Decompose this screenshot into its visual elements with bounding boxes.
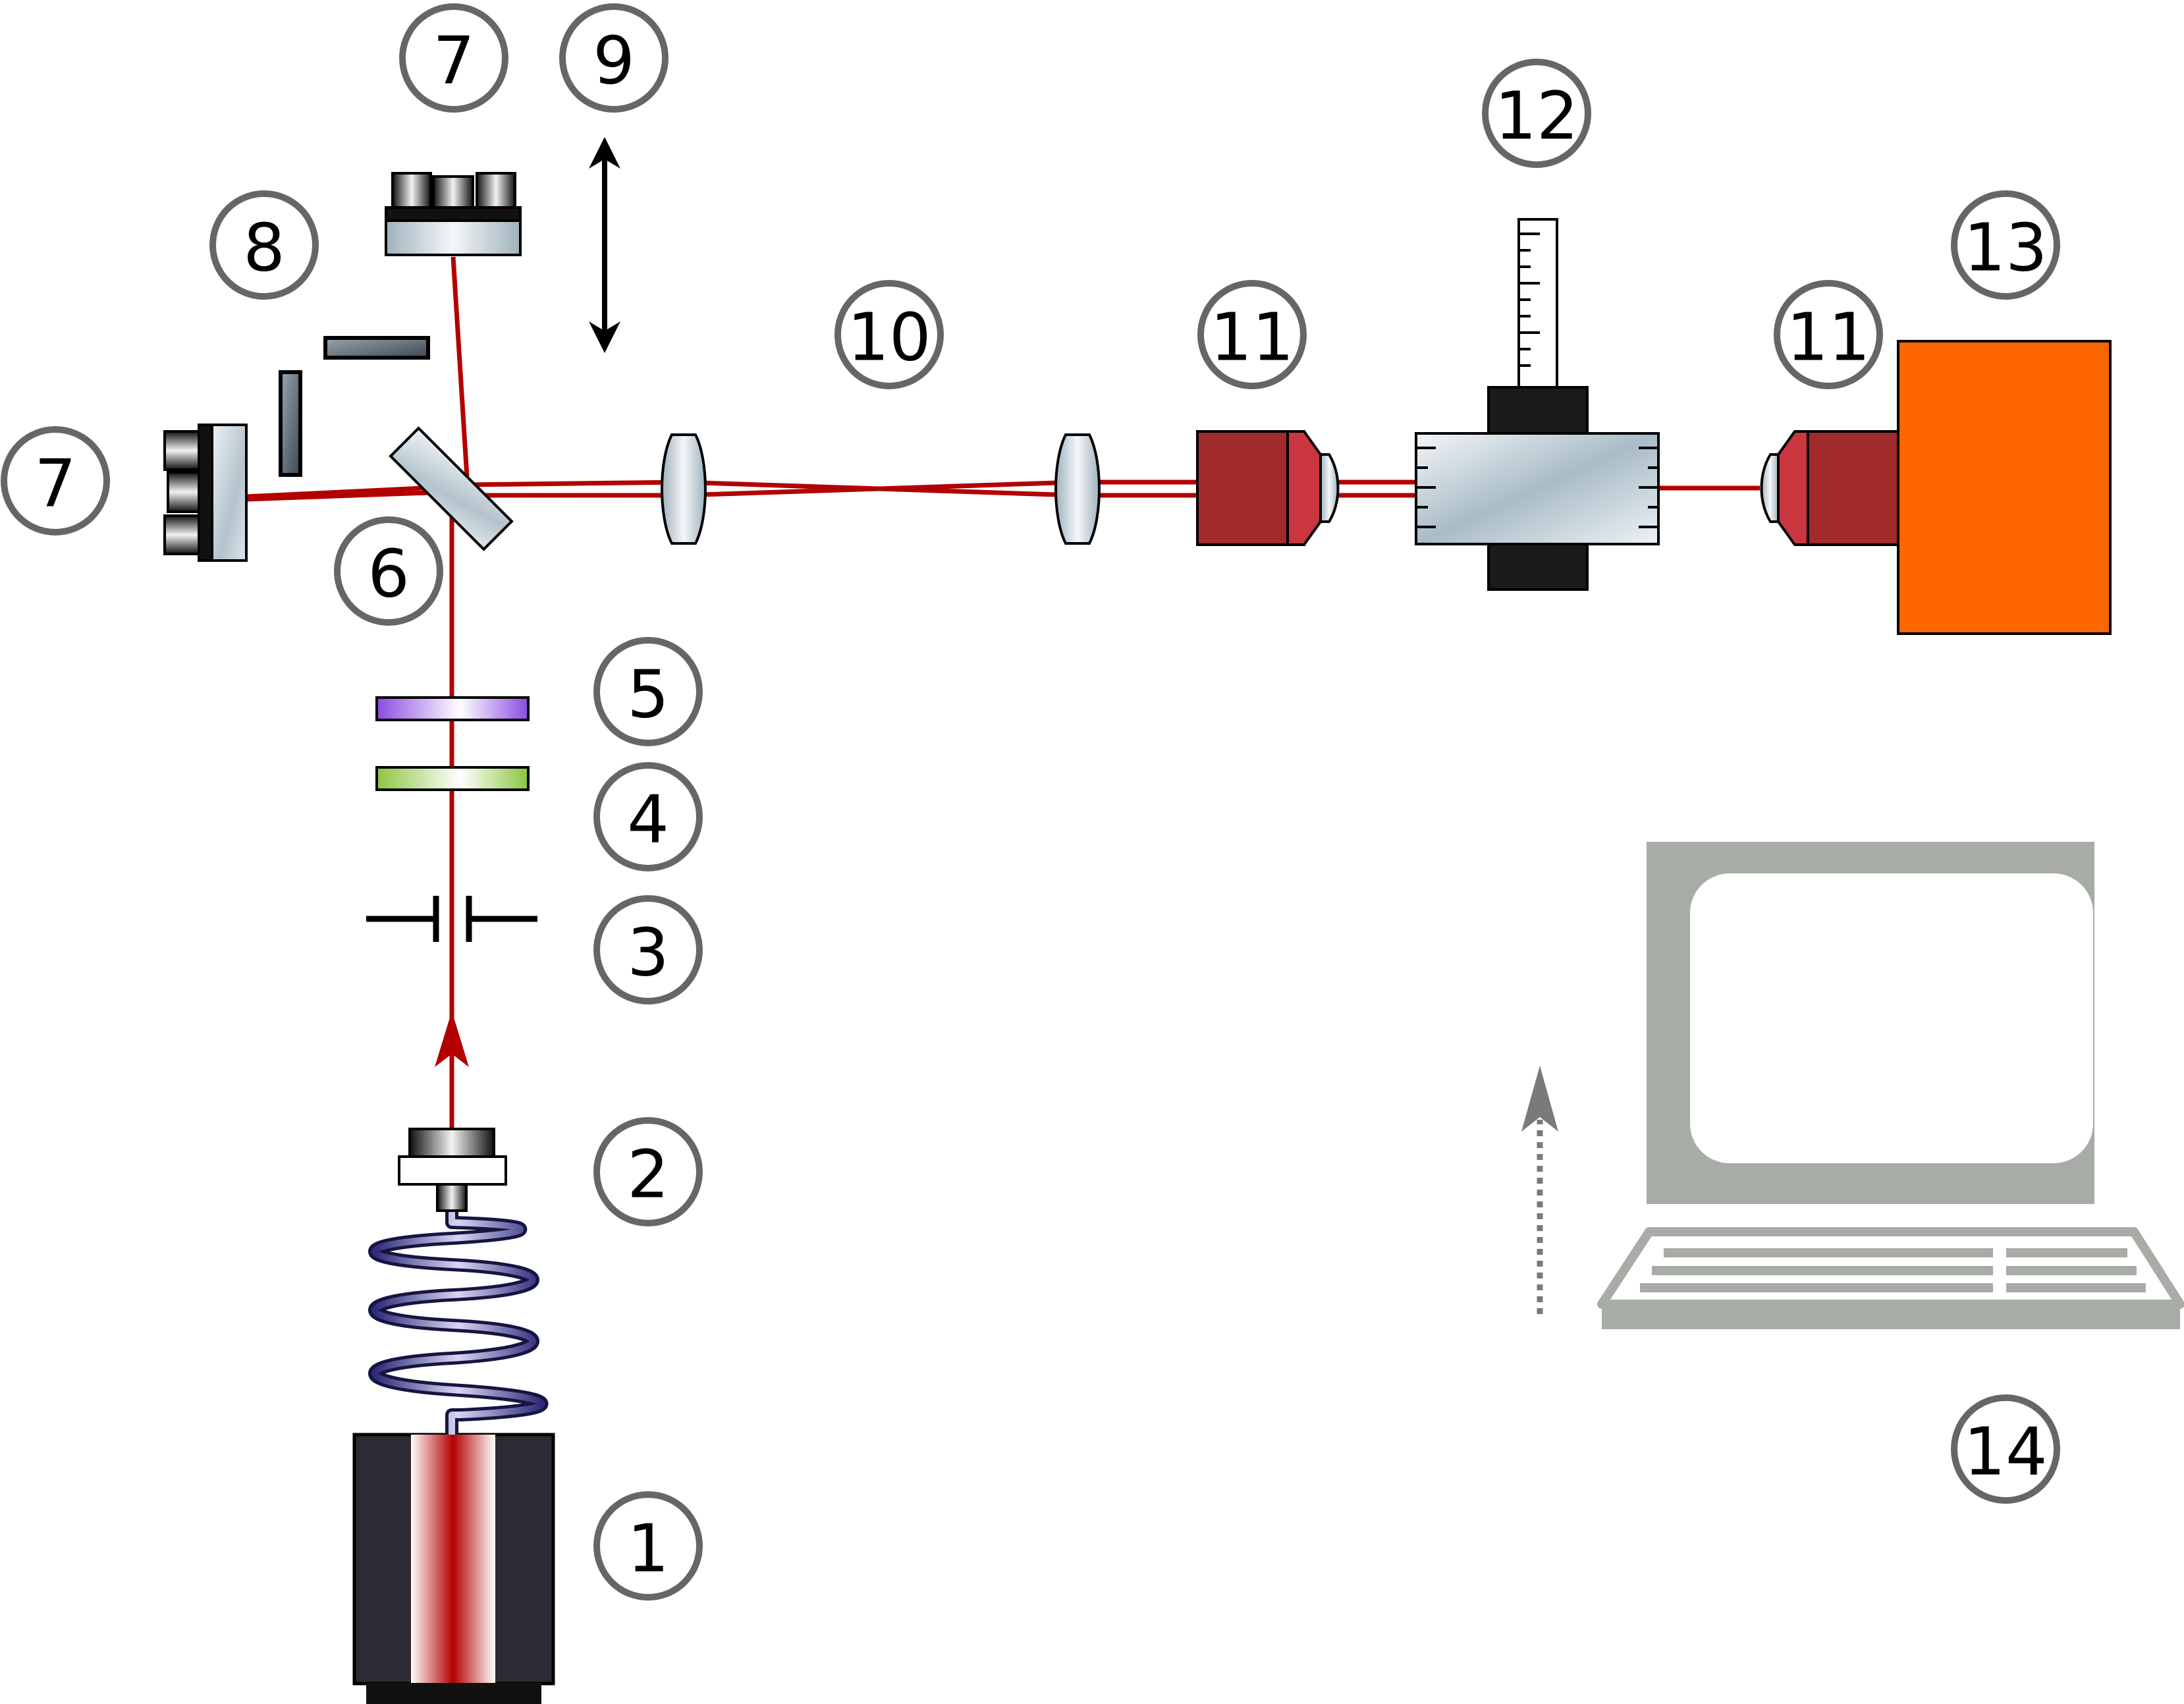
label-ring <box>593 1491 703 1601</box>
objective-1 <box>1196 430 1340 546</box>
label-number: 11 <box>1786 299 1870 376</box>
lens-pair <box>661 433 1101 545</box>
computer-screen <box>1690 873 2093 1163</box>
waveplate <box>375 766 530 791</box>
label-translation-axis: 9 <box>559 3 669 113</box>
label-ring <box>1951 190 2060 300</box>
label-mirror-left: 7 <box>1 426 110 536</box>
label-number: 10 <box>847 299 931 376</box>
label-ring <box>834 280 944 389</box>
computer <box>1597 842 2184 1329</box>
shutters <box>279 336 430 477</box>
label-ring <box>593 637 703 746</box>
beam-direction-arrow <box>435 1011 469 1067</box>
label-ring <box>1482 59 1591 168</box>
beam-lens1-to-lens2-b <box>680 480 1077 498</box>
label-number: 3 <box>627 914 669 991</box>
label-number: 4 <box>627 781 669 858</box>
label-objective-2: 11 <box>1774 280 1883 389</box>
sample-stage <box>1415 218 1660 591</box>
laser-source <box>352 1433 555 1704</box>
label-polarizer: 5 <box>593 637 703 746</box>
label-beam-splitter: 6 <box>334 516 443 626</box>
label-number: 5 <box>627 656 669 733</box>
label-number: 7 <box>34 445 76 522</box>
label-number: 2 <box>627 1136 669 1213</box>
label-ring <box>1197 280 1307 389</box>
label-sample-stage: 12 <box>1482 59 1591 168</box>
label-ring <box>1951 1394 2060 1504</box>
label-aperture: 3 <box>593 895 703 1004</box>
label-number: 11 <box>1210 299 1294 376</box>
label-ring <box>559 3 669 113</box>
beam-bs-to-lens1-a <box>464 480 682 487</box>
label-computer: 14 <box>1951 1394 2060 1504</box>
label-ring <box>593 762 703 871</box>
stage-ruler-ticks <box>1417 233 1657 528</box>
keyboard-keys <box>1640 1248 2146 1292</box>
label-number: 12 <box>1494 78 1578 155</box>
label-ring <box>1 426 110 536</box>
label-number: 14 <box>1963 1414 2047 1491</box>
objective-2 <box>1760 430 1901 546</box>
label-number: 13 <box>1963 209 2047 287</box>
label-ring <box>593 1117 703 1226</box>
data-transfer-arrow <box>1521 1066 1558 1314</box>
polarizer <box>375 696 530 721</box>
label-waveplate: 4 <box>593 762 703 871</box>
label-number: 9 <box>593 22 635 99</box>
mirror-top <box>385 172 522 256</box>
label-lens-pair: 10 <box>834 280 944 389</box>
label-shutters: 8 <box>209 190 319 300</box>
label-ring <box>593 895 703 1004</box>
lens-1 <box>661 433 707 545</box>
label-ring <box>399 3 508 113</box>
beam-to-top-mirror <box>450 256 470 488</box>
beam-splitter <box>389 426 514 551</box>
label-ring <box>334 516 443 626</box>
optical-fiber <box>368 1205 549 1435</box>
label-number: 6 <box>368 536 410 613</box>
label-laser-source: 1 <box>593 1491 703 1601</box>
label-mirror-top: 7 <box>399 3 508 113</box>
label-number: 8 <box>243 209 285 287</box>
label-ring <box>209 190 319 300</box>
mirror-left <box>163 424 248 562</box>
lens-2 <box>1054 433 1101 545</box>
label-fiber-collimator: 2 <box>593 1117 703 1226</box>
aperture <box>366 896 537 942</box>
label-camera: 13 <box>1951 190 2060 300</box>
camera <box>1897 340 2112 635</box>
label-ring <box>1774 280 1883 389</box>
label-objective-1: 11 <box>1197 280 1307 389</box>
fiber-collimator <box>398 1128 507 1212</box>
label-number: 7 <box>433 22 475 99</box>
label-number: 1 <box>627 1510 669 1587</box>
